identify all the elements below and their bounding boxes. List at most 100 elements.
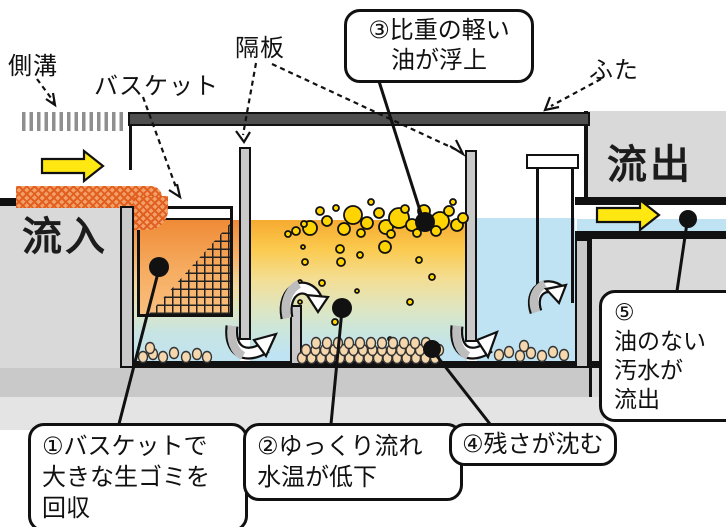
callout-2-line-1: ②ゆっくり流れ — [257, 433, 423, 460]
label-pointer-basket — [141, 96, 182, 200]
callout-2-line-2: 水温が低下 — [257, 464, 377, 491]
sediment-oval — [354, 336, 366, 350]
oil-bubble — [301, 258, 309, 266]
bottom-baffle-stub — [290, 305, 302, 365]
oil-bubble — [449, 198, 457, 206]
flow-curve-arrow-icon — [225, 325, 278, 360]
partition-plate-1 — [239, 147, 251, 340]
oil-bubble — [373, 207, 385, 219]
callout-5-line-2: 油のない — [614, 328, 706, 354]
callout-5-line-4: 流出 — [614, 386, 660, 412]
label-lid: ふた — [589, 57, 639, 84]
oil-bubble — [297, 299, 303, 305]
sediment-oval — [376, 336, 388, 350]
flow-arrow-head — [475, 330, 499, 360]
sediment-oval — [536, 349, 548, 363]
flow-arrow-gray-leg — [281, 280, 302, 320]
callout-leader-lines — [117, 74, 689, 425]
oil-bubble — [332, 204, 340, 212]
oil-bubble — [343, 205, 363, 225]
sediment-oval — [525, 346, 537, 360]
sediment-oval — [387, 336, 399, 350]
sediment-ovals-icon — [137, 336, 570, 365]
sediment-oval — [300, 343, 312, 357]
oil-bubble — [400, 204, 410, 214]
ground-slab — [0, 368, 608, 397]
callout-5-line-3: 汚水が — [614, 357, 683, 383]
callout-3-oil-floats: ③比重の軽い 油が浮上 — [344, 9, 534, 83]
callout-1-line-3: 回収 — [42, 495, 90, 522]
flow-arrow-gray-leg — [227, 325, 246, 360]
sediment-oval — [343, 336, 355, 350]
oil-bubble — [335, 244, 345, 254]
oil-bubble — [318, 279, 326, 287]
partition-plate-2 — [465, 150, 477, 342]
outflow-channel-bottom-edge — [575, 231, 726, 239]
callout-3-line-2: 油が浮上 — [391, 47, 487, 74]
callout-5-clean-water-out: ⑤ 油のない 汚水が 流出 — [599, 290, 726, 422]
incoming-waste-stream — [16, 186, 162, 208]
sediment-oval — [514, 349, 526, 363]
label-pointer-lid — [543, 78, 602, 112]
gutter-grate-icon — [22, 112, 126, 131]
oil-bubble — [457, 212, 469, 224]
tank-right-wall — [575, 239, 589, 368]
flow-curve-arrow-icon — [450, 325, 499, 360]
oil-bubble — [356, 228, 366, 238]
label-inflow: 流入 — [22, 215, 108, 259]
oil-bubble — [386, 229, 396, 239]
label-pointer-gutter — [36, 78, 57, 108]
flow-arrow-gray-leg — [452, 325, 471, 360]
sediment-oval — [168, 346, 180, 360]
oil-bubble — [315, 206, 325, 216]
outlet-pipe-left-wall — [536, 169, 539, 295]
flow-curve-arrow-icon — [527, 280, 568, 315]
oil-bubble — [336, 257, 346, 267]
oil-bubble — [356, 251, 364, 259]
callout-4-residue-sinks: ④残さが沈む — [449, 423, 617, 466]
label-basket: バスケット — [94, 73, 219, 100]
outlet-pipe-right-wall — [571, 169, 574, 303]
oil-bubble — [428, 273, 436, 281]
oil-bubble — [430, 225, 442, 237]
sediment-oval — [518, 339, 530, 353]
sediment-oval — [144, 341, 156, 355]
callout-1-basket-collects: ①バスケットで 大きな生ゴミを 回収 — [28, 423, 248, 527]
flow-curve-arrows — [225, 280, 568, 360]
sediment-oval — [503, 345, 515, 359]
basket-rim — [140, 209, 230, 220]
sediment-oval — [157, 350, 169, 364]
flow-arrow-head — [304, 293, 330, 315]
oil-bubble — [291, 226, 301, 236]
oil-bubbles-icon — [284, 198, 469, 342]
callout-anchor-dots — [149, 210, 697, 358]
oil-bubble — [337, 222, 351, 236]
oil-bubble — [300, 244, 306, 250]
callout-1-line-1: ①バスケットで — [42, 433, 208, 460]
label-pointer-partition-1 — [235, 62, 258, 144]
flow-arrow-head — [252, 332, 278, 359]
outflow-block-upper — [584, 111, 726, 201]
outflow-channel-top-edge — [575, 197, 726, 205]
sediment-oval — [137, 350, 149, 364]
sediment-oval — [365, 336, 377, 350]
label-gutter: 側溝 — [8, 53, 58, 80]
flow-arrow-gray-leg — [529, 280, 548, 314]
oil-bubble — [300, 220, 308, 228]
oil-bubble — [443, 205, 455, 217]
callout-4-line-1: ④残さが沈む — [462, 431, 604, 458]
sediment-oval — [310, 336, 322, 350]
sediment-oval — [398, 336, 410, 350]
callout-2-slow-flow: ②ゆっくり流れ 水温が低下 — [243, 423, 463, 501]
oil-bubble — [367, 198, 375, 206]
label-pointer-partition-2 — [271, 63, 466, 157]
callout-5-line-1: ⑤ — [614, 299, 635, 325]
oil-bubble — [354, 288, 360, 294]
sediment-oval — [201, 350, 213, 364]
tank-left-wall — [120, 206, 134, 368]
tank-floor — [128, 361, 606, 368]
sediment-oval — [493, 348, 505, 362]
oil-bubble — [412, 228, 422, 238]
